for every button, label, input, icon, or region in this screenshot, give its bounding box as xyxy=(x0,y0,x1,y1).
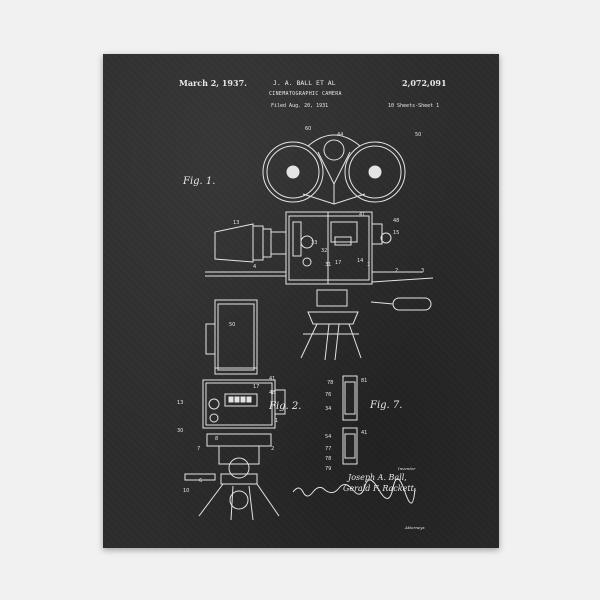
camera-body xyxy=(285,211,373,285)
figure-7-detail: 78 81 76 34 54 41 77 78 79 xyxy=(325,375,367,472)
figure-1-label: Fig. 1. xyxy=(183,176,216,187)
svg-text:1: 1 xyxy=(275,418,278,424)
svg-text:3: 3 xyxy=(421,268,424,274)
svg-text:1: 1 xyxy=(367,262,370,268)
svg-text:14: 14 xyxy=(357,258,363,264)
svg-text:17: 17 xyxy=(335,260,341,266)
svg-text:4: 4 xyxy=(253,264,256,270)
svg-text:15: 15 xyxy=(393,230,399,236)
svg-text:30: 30 xyxy=(177,428,183,434)
inventor-name-2: Gerald F. Rackett, xyxy=(343,484,417,493)
svg-text:44: 44 xyxy=(337,132,343,138)
svg-text:76: 76 xyxy=(325,392,331,398)
svg-text:78: 78 xyxy=(325,456,331,462)
svg-text:79: 79 xyxy=(325,466,331,472)
svg-text:41: 41 xyxy=(361,430,367,436)
svg-text:34: 34 xyxy=(325,406,331,412)
svg-text:41: 41 xyxy=(269,376,275,382)
reel-right xyxy=(344,141,406,203)
lens-hood xyxy=(214,223,254,263)
svg-text:2: 2 xyxy=(395,268,398,274)
svg-text:77: 77 xyxy=(325,446,331,452)
svg-text:32: 32 xyxy=(321,248,327,254)
svg-text:7: 7 xyxy=(197,446,200,452)
svg-text:41: 41 xyxy=(359,212,365,218)
svg-text:6: 6 xyxy=(199,478,202,484)
patent-sheets: 10 Sheets-Sheet 1 xyxy=(388,103,440,109)
svg-text:54: 54 xyxy=(325,434,331,440)
chalkboard-texture xyxy=(103,54,499,548)
patent-title: CINEMATOGRAPHIC CAMERA xyxy=(269,91,342,97)
svg-text:48: 48 xyxy=(393,218,399,224)
signature xyxy=(292,478,416,504)
svg-text:81: 81 xyxy=(361,378,367,384)
svg-text:50: 50 xyxy=(229,322,235,328)
svg-text:60: 60 xyxy=(305,126,311,132)
attorneys-label: Attorneys xyxy=(405,525,425,530)
svg-text:8: 8 xyxy=(215,436,218,442)
svg-text:48: 48 xyxy=(269,390,275,396)
patent-drawing: 60 44 50 41 48 15 13 33 32 31 17 14 1 2 … xyxy=(177,126,434,521)
patent-number: 2,072,091 xyxy=(402,78,447,88)
camera-front-body xyxy=(202,379,276,429)
svg-text:78: 78 xyxy=(327,380,333,386)
figure-7-label: Fig. 7. xyxy=(370,400,403,411)
inventor-name-1: Joseph A. Ball, xyxy=(348,473,407,482)
magazine-front xyxy=(214,299,258,375)
figure-1-camera: 60 44 50 41 48 15 13 33 32 31 17 14 1 2 … xyxy=(205,126,434,361)
svg-text:13: 13 xyxy=(233,220,239,226)
svg-text:13: 13 xyxy=(177,400,183,406)
patent-poster: March 2, 1937. J. A. BALL ET AL 2,072,09… xyxy=(103,54,499,548)
reel-left xyxy=(262,141,324,203)
svg-text:50: 50 xyxy=(415,132,421,138)
patent-filed: Filed Aug. 20, 1931 xyxy=(271,103,329,109)
inventor-label: Inventor xyxy=(398,466,416,471)
svg-text:17: 17 xyxy=(253,384,259,390)
svg-text:10: 10 xyxy=(183,488,189,494)
svg-text:33: 33 xyxy=(311,240,317,246)
handle xyxy=(392,297,432,311)
patent-names: J. A. BALL ET AL xyxy=(273,79,336,87)
patent-date: March 2, 1937. xyxy=(179,78,247,88)
figure-2-camera: 50 41 48 17 13 30 1 7 2 8 6 10 xyxy=(177,299,286,521)
svg-text:2: 2 xyxy=(271,446,274,452)
svg-text:31: 31 xyxy=(325,262,331,268)
figure-2-label: Fig. 2. xyxy=(269,401,302,412)
